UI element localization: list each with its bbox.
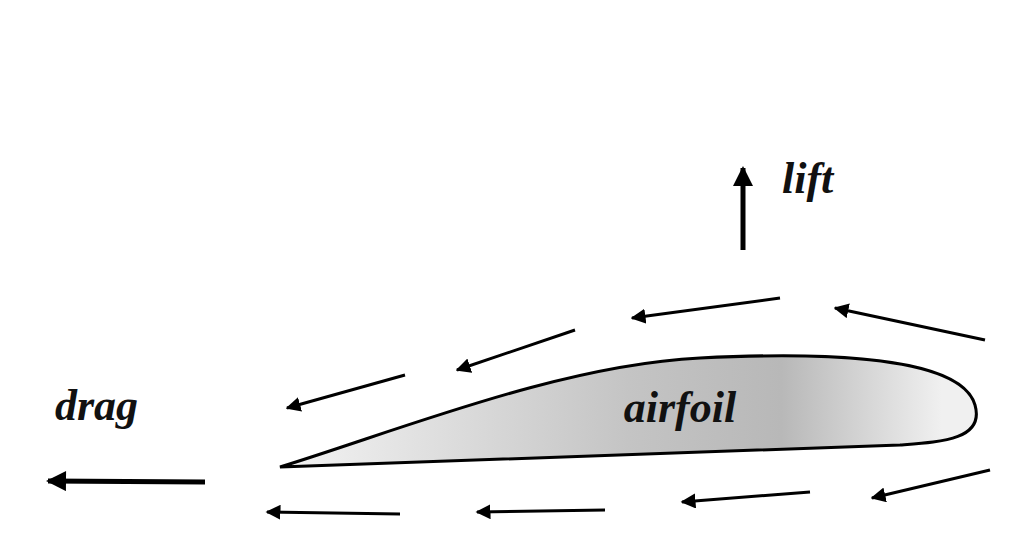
airfoil-shape: airfoil: [270, 350, 990, 475]
airfoil-label: airfoil: [624, 384, 736, 432]
lift-arrow: [741, 168, 746, 250]
force-label: lift: [782, 155, 833, 203]
drag-arrow: [48, 481, 205, 482]
streamline-arrows: [267, 298, 990, 514]
force-label: drag: [55, 382, 138, 430]
